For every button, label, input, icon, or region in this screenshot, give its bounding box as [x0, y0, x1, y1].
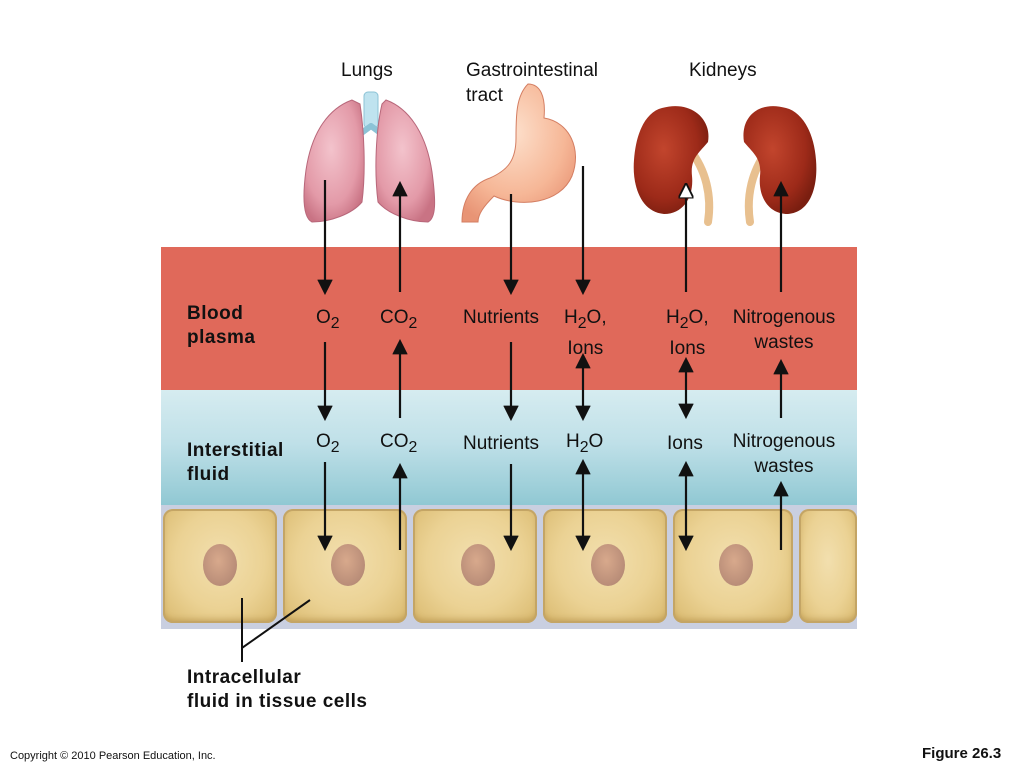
- stomach-icon: [461, 83, 576, 223]
- cell-nucleus: [719, 544, 753, 586]
- gi-tract-label-line1: Gastrointestinal: [466, 60, 599, 81]
- blood-plasma-label: Blood plasma: [187, 302, 255, 350]
- interstitial-o2-label: O2: [316, 431, 340, 456]
- copyright-notice: Copyright © 2010 Pearson Education, Inc.: [10, 750, 216, 762]
- interstitial-nitrogenous-wastes-label: Nitrogenous wastes: [732, 431, 836, 477]
- interstitial-co2-label: CO2: [380, 431, 418, 456]
- plasma-o2-label: O2: [316, 307, 340, 332]
- tissue-cell: [799, 509, 857, 623]
- figure-number: Figure 26.3: [922, 745, 1002, 762]
- tissue-cell: [413, 509, 537, 623]
- plasma-h2o-ions-label-b: H2O, Ions: [666, 307, 709, 359]
- interstitial-h2o-label: H2O: [566, 431, 604, 456]
- cell-nucleus: [591, 544, 625, 586]
- interstitial-ions-label: Ions: [667, 433, 703, 454]
- interstitial-fluid-label-line2: fluid: [187, 464, 230, 485]
- lungs-label: Lungs: [341, 60, 393, 81]
- plasma-nutrients-label: Nutrients: [463, 307, 540, 328]
- cell-nucleus: [461, 544, 495, 586]
- blood-plasma-region: [161, 247, 857, 390]
- gi-tract-label-line2: tract: [466, 85, 503, 106]
- gi-tract-label: Gastrointestinal tract: [466, 58, 598, 108]
- blood-plasma-label-line1: Blood: [187, 303, 244, 324]
- right-lung-icon: [375, 99, 436, 223]
- blood-plasma-label-line2: plasma: [187, 327, 256, 348]
- tissue-cell: [163, 509, 277, 623]
- interstitial-fluid-label: Interstitial fluid: [187, 439, 284, 487]
- right-kidney-icon: [743, 106, 817, 226]
- plasma-nitrogenous-wastes-label: Nitrogenous wastes: [732, 307, 836, 353]
- intracellular-leader-line: [241, 598, 311, 662]
- tissue-cells-region: [161, 505, 857, 629]
- tissue-cell: [543, 509, 667, 623]
- plasma-co2-label: CO2: [380, 307, 418, 332]
- cell-nucleus: [203, 544, 237, 586]
- interstitial-nutrients-label: Nutrients: [463, 433, 540, 454]
- intracellular-fluid-label-line2: fluid in tissue cells: [187, 691, 368, 712]
- cell-nucleus: [331, 544, 365, 586]
- left-lung-icon: [303, 99, 365, 223]
- intracellular-fluid-label-line1: Intracellular: [187, 667, 302, 688]
- kidneys-label: Kidneys: [689, 60, 757, 81]
- intracellular-fluid-label: Intracellular fluid in tissue cells: [187, 666, 368, 714]
- interstitial-fluid-label-line1: Interstitial: [187, 440, 284, 461]
